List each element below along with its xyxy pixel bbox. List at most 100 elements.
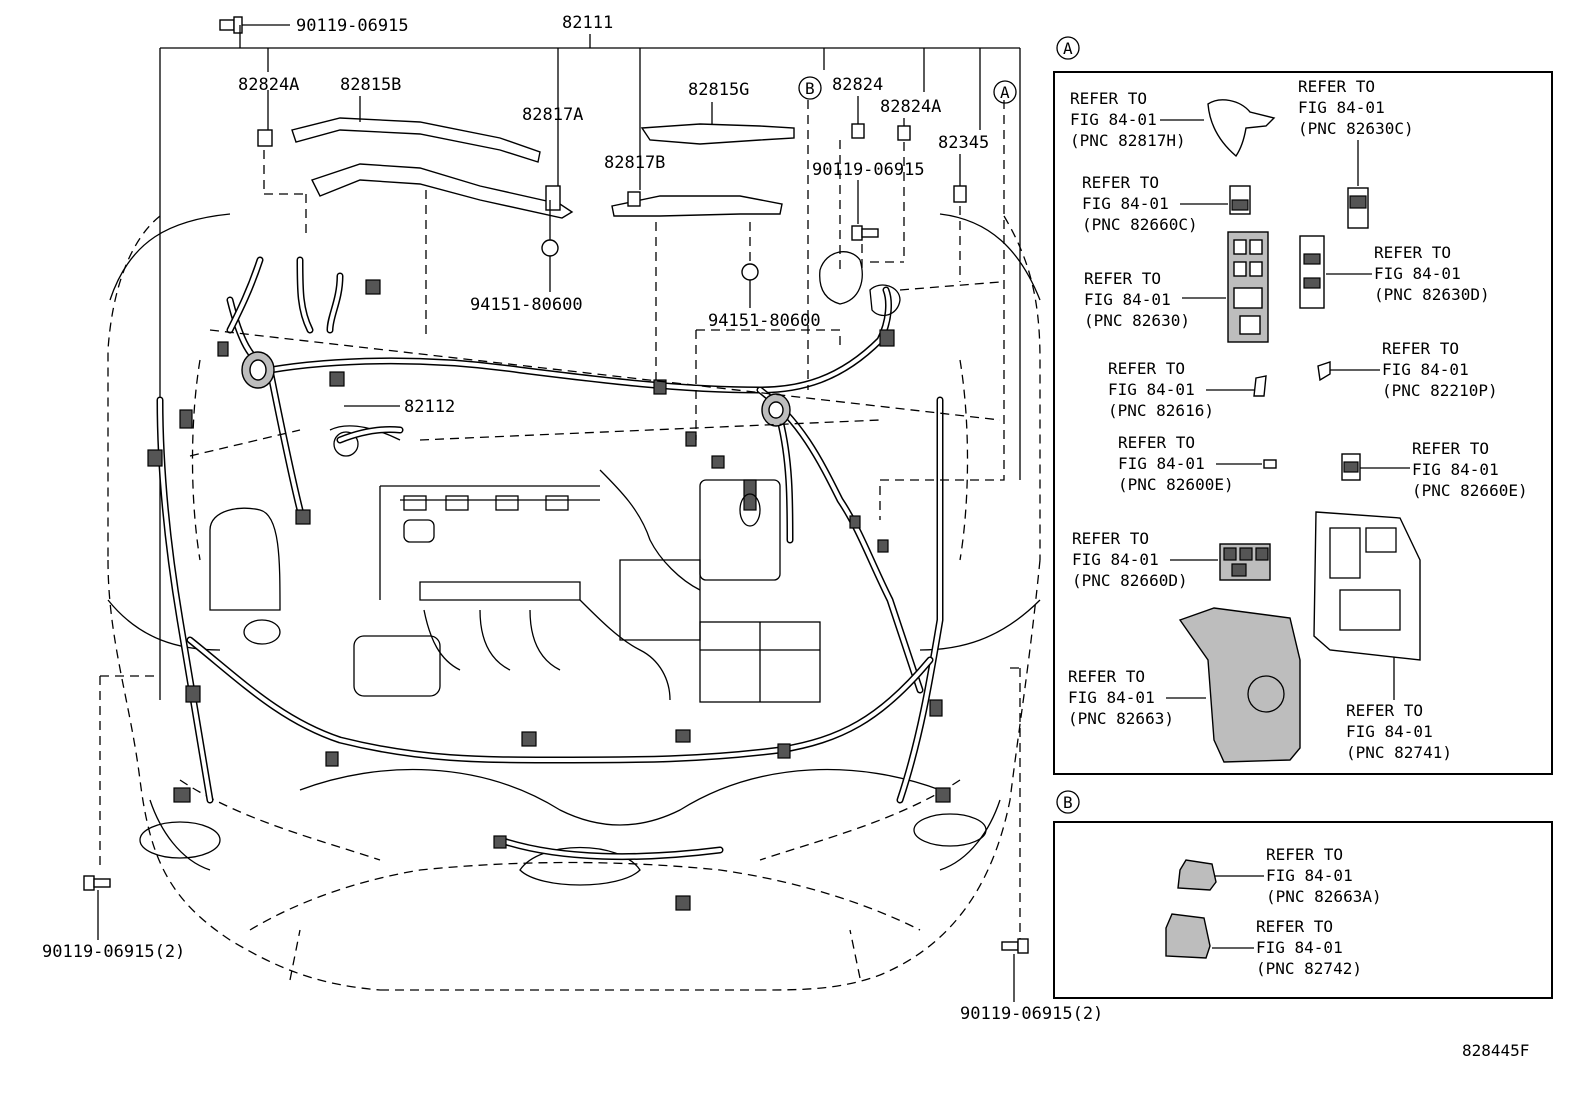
- connector-82824a-left: [257, 90, 307, 238]
- protector-82815b: [291, 96, 541, 163]
- svg-text:FIG 84-01: FIG 84-01: [1298, 98, 1385, 117]
- svg-text:FIG 84-01: FIG 84-01: [1118, 454, 1205, 473]
- ref-82630d: REFER TO FIG 84-01 (PNC 82630D): [1299, 235, 1490, 309]
- ref-82210p: REFER TO FIG 84-01 (PNC 82210P): [1317, 339, 1498, 400]
- bracket-box-icon: [1165, 913, 1211, 959]
- callout-82112: 82112: [404, 397, 455, 417]
- bolt-icon-mid: [851, 180, 879, 270]
- engine-room-junction: [695, 251, 901, 440]
- svg-text:(PNC 82630): (PNC 82630): [1084, 311, 1190, 330]
- svg-text:FIG 84-01: FIG 84-01: [1068, 688, 1155, 707]
- svg-text:(PNC 82663A): (PNC 82663A): [1266, 887, 1382, 906]
- callout-82345: 82345: [938, 133, 989, 153]
- battery-area: [699, 479, 821, 703]
- svg-text:(PNC 82742): (PNC 82742): [1256, 959, 1362, 978]
- ref-82663a: REFER TO FIG 84-01 (PNC 82663A): [1177, 845, 1382, 906]
- svg-text:FIG 84-01: FIG 84-01: [1084, 290, 1171, 309]
- svg-text:FIG 84-01: FIG 84-01: [1082, 194, 1169, 213]
- engine-block: [353, 469, 701, 701]
- svg-text:REFER TO: REFER TO: [1346, 701, 1423, 720]
- section-marker-b-panel: B: [1056, 790, 1080, 814]
- section-marker-a-main: A: [993, 80, 1017, 104]
- ref-82600e: REFER TO FIG 84-01 (PNC 82600E): [1118, 433, 1277, 494]
- svg-text:REFER TO: REFER TO: [1070, 89, 1147, 108]
- svg-text:REFER TO: REFER TO: [1266, 845, 1343, 864]
- cover-part-icon: [1177, 859, 1217, 891]
- ref-82817h: REFER TO FIG 84-01 (PNC 82817H): [1070, 89, 1276, 158]
- svg-text:FIG 84-01: FIG 84-01: [1266, 866, 1353, 885]
- ref-82660e: REFER TO FIG 84-01 (PNC 82660E): [1341, 439, 1528, 500]
- svg-text:REFER TO: REFER TO: [1082, 173, 1159, 192]
- ref-82630c: REFER TO FIG 84-01 (PNC 82630C): [1298, 77, 1414, 229]
- svg-text:FIG 84-01: FIG 84-01: [1382, 360, 1469, 379]
- panel-b: [1053, 821, 1553, 999]
- relay-bracket-icon: [1299, 235, 1325, 309]
- connector-82824a-right: [870, 118, 911, 263]
- svg-text:(PNC 82817H): (PNC 82817H): [1070, 131, 1186, 150]
- leader-lines: [189, 100, 1005, 520]
- svg-text:(PNC 82663): (PNC 82663): [1068, 709, 1174, 728]
- grommets: [241, 351, 791, 427]
- svg-text:REFER TO: REFER TO: [1084, 269, 1161, 288]
- svg-text:REFER TO: REFER TO: [1374, 243, 1451, 262]
- connector-82345: [953, 154, 967, 282]
- svg-text:REFER TO: REFER TO: [1068, 667, 1145, 686]
- vehicle-body-outline: [99, 213, 1041, 991]
- harness-connectors: [147, 279, 951, 911]
- small-fuse-icon: [1263, 459, 1277, 469]
- callout-82824a-right: 82824A: [880, 97, 941, 117]
- callout-clip-right: 94151-80600: [708, 311, 821, 331]
- callout-bolt-right-bottom: 90119-06915(2): [960, 1004, 1103, 1024]
- callout-82824a-left: 82824A: [238, 75, 299, 95]
- svg-text:FIG 84-01: FIG 84-01: [1412, 460, 1499, 479]
- svg-text:REFER TO: REFER TO: [1256, 917, 1333, 936]
- bolt-icon-right-bottom: [1001, 938, 1029, 1002]
- svg-text:FIG 84-01: FIG 84-01: [1256, 938, 1343, 957]
- callout-bolt-mid: 90119-06915: [812, 160, 925, 180]
- svg-text:(PNC 82660C): (PNC 82660C): [1082, 215, 1198, 234]
- ref-82663: REFER TO FIG 84-01 (PNC 82663): [1068, 607, 1301, 763]
- svg-text:REFER TO: REFER TO: [1382, 339, 1459, 358]
- strut-tower-left: [329, 425, 401, 457]
- svg-text:(PNC 82660D): (PNC 82660D): [1072, 571, 1188, 590]
- ref-82660c: REFER TO FIG 84-01 (PNC 82660C): [1082, 173, 1251, 234]
- ref-82660d: REFER TO FIG 84-01 (PNC 82660D): [1072, 529, 1271, 590]
- ref-82630: REFER TO FIG 84-01 (PNC 82630): [1084, 231, 1269, 343]
- protector-82815g: [640, 102, 795, 145]
- svg-text:(PNC 82616): (PNC 82616): [1108, 401, 1214, 420]
- svg-text:(PNC 82210P): (PNC 82210P): [1382, 381, 1498, 400]
- bolt-icon-left-bottom: [83, 875, 111, 940]
- reservoir-left: [209, 507, 281, 645]
- terminal-part-icon: [1317, 361, 1331, 382]
- ref-82742: REFER TO FIG 84-01 (PNC 82742): [1165, 913, 1362, 978]
- section-marker-a-panel: A: [1056, 36, 1080, 60]
- fuse-part-icon: [1253, 375, 1267, 397]
- panel-a: [1053, 71, 1553, 775]
- svg-text:REFER TO: REFER TO: [1118, 433, 1195, 452]
- clip-icon-right: [741, 263, 759, 308]
- svg-text:(PNC 82630C): (PNC 82630C): [1298, 119, 1414, 138]
- diagram-id: 828445F: [1462, 1041, 1529, 1060]
- callout-bolt-left-bottom: 90119-06915(2): [42, 942, 185, 962]
- svg-text:(PNC 82741): (PNC 82741): [1346, 743, 1452, 762]
- callout-clip-left: 94151-80600: [470, 295, 583, 315]
- callout-82824: 82824: [832, 75, 883, 95]
- clip-icon-left: [541, 200, 559, 292]
- svg-text:FIG 84-01: FIG 84-01: [1374, 264, 1461, 283]
- connector-82824: [839, 96, 865, 270]
- svg-text:REFER TO: REFER TO: [1298, 77, 1375, 96]
- svg-text:FIG 84-01: FIG 84-01: [1070, 110, 1157, 129]
- svg-text:REFER TO: REFER TO: [1412, 439, 1489, 458]
- main-harness-bracket: [159, 34, 1021, 700]
- svg-text:A: A: [1000, 83, 1010, 102]
- protector-82817a: [311, 163, 574, 340]
- sub-harness-82112-leader: [336, 405, 404, 444]
- svg-text:REFER TO: REFER TO: [1072, 529, 1149, 548]
- svg-text:FIG 84-01: FIG 84-01: [1346, 722, 1433, 741]
- protector-82817b: [611, 191, 783, 384]
- ref-82741: REFER TO FIG 84-01 (PNC 82741): [1313, 511, 1452, 762]
- junction-cover-icon: [1178, 607, 1301, 763]
- wire-harness-82111: [156, 256, 944, 861]
- svg-text:(PNC 82600E): (PNC 82600E): [1118, 475, 1234, 494]
